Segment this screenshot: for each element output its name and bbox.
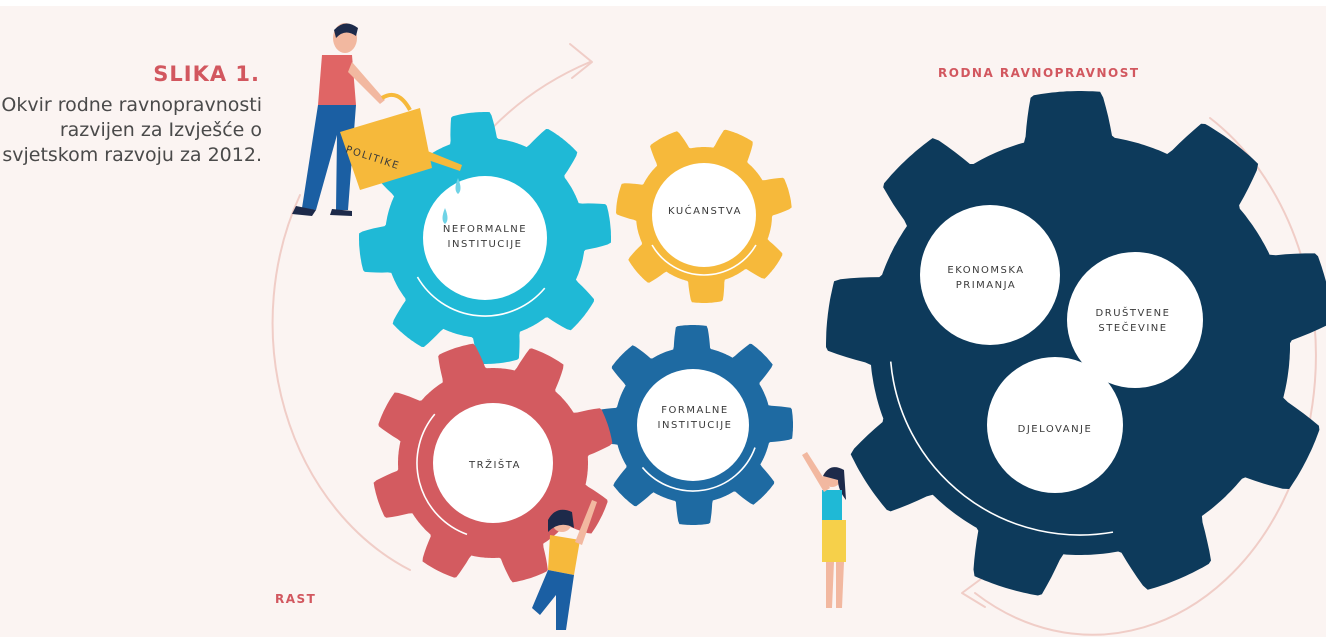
woman2-leg (826, 562, 834, 608)
man-arm (348, 62, 385, 104)
watering-can-spout (425, 150, 462, 171)
woman1-arm (575, 500, 597, 545)
man-hair (334, 23, 358, 38)
woman-teal-illustration (802, 452, 846, 608)
gear-gender-equality (826, 91, 1326, 596)
man-trousers (302, 105, 356, 210)
watering-can-icon: POLITIKE (340, 93, 462, 224)
figure-number: SLIKA 1. (153, 62, 260, 86)
woman2-hair (823, 467, 846, 500)
cycle-arrow-right (974, 117, 1317, 636)
gear-label-markets: TRŽIŠTA (469, 460, 521, 471)
woman-yellow-illustration (532, 500, 597, 630)
cycle-arrow-left (271, 194, 411, 571)
watering-can-handle (380, 93, 412, 112)
label-gender-equality: RODNA RAVNOPRAVNOST (938, 66, 1140, 80)
gear-label-social-endowments: DRUŠTVENE STEČEVINE (1095, 308, 1171, 334)
hub-social (1067, 252, 1203, 388)
watering-can-body (340, 108, 432, 190)
woman2-top (822, 490, 842, 520)
gear-households-highlight (651, 244, 757, 276)
woman2-skirt (822, 520, 846, 562)
gear-formal-institutions-hub (637, 369, 749, 481)
gear-markets-highlight (416, 413, 468, 536)
woman1-shirt (548, 535, 580, 575)
water-drop-icon-2 (442, 208, 448, 224)
figure-caption: Okvir rodne ravnopravnosti razvijen za I… (1, 94, 262, 166)
man-shoe (292, 206, 316, 216)
woman2-leg-2 (836, 562, 844, 608)
gear-label-informal-institutions: NEFORMALNE INSTITUCIJE (442, 224, 528, 250)
man-shirt (318, 55, 356, 105)
gear-gender-equality-highlight (889, 361, 1114, 536)
label-growth: RAST (275, 592, 317, 606)
gear-markets-hub (433, 403, 553, 523)
man-watering-illustration (292, 23, 385, 216)
gear-label-formal-institutions: FORMALNE INSTITUCIJE (657, 405, 733, 431)
man-shoe-2 (330, 209, 352, 216)
gear-label-economic-outcomes: EKONOMSKA PRIMANJA (947, 265, 1025, 291)
gear-label-households: KUĆANSTVA (668, 206, 742, 217)
gear-informal-institutions-hub (423, 176, 547, 300)
gear-households-hub (652, 163, 756, 267)
hub-economic (920, 205, 1060, 345)
hub-agency (987, 357, 1123, 493)
water-drop-icon (455, 178, 461, 194)
gear-informal-institutions (359, 112, 611, 364)
gear-informal-institutions-highlight (416, 276, 546, 317)
gear-formal-institutions (593, 325, 793, 525)
gear-households (616, 129, 792, 303)
arrowhead-bottom (961, 575, 986, 608)
woman1-hair (548, 509, 574, 532)
woman2-arm (802, 452, 830, 492)
woman1-trousers (532, 570, 574, 630)
gear-formal-institutions-highlight (641, 447, 756, 492)
arrowhead-top (569, 43, 593, 79)
gear-label-agency: DJELOVANJE (1017, 424, 1093, 435)
